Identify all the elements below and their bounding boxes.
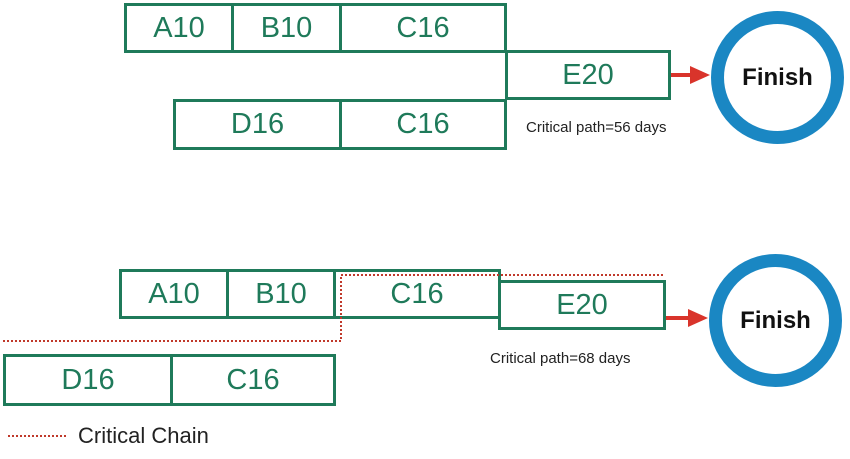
- finish-label: Finish: [742, 63, 813, 91]
- task-label: B10: [255, 277, 307, 310]
- task-d16: D16: [173, 99, 342, 150]
- finish-node: Finish: [709, 254, 842, 387]
- critical-path-caption: Critical path=68 days: [490, 350, 631, 367]
- task-b10: B10: [231, 3, 342, 53]
- task-c16: C16: [333, 269, 501, 319]
- task-label: C16: [396, 108, 450, 140]
- critical-chain-line: [3, 274, 664, 342]
- task-e20: E20: [505, 50, 671, 100]
- task-d16: D16: [3, 354, 173, 406]
- task-c16: C16: [339, 3, 507, 53]
- legend-label: Critical Chain: [78, 423, 209, 448]
- critical-path-caption: Critical path=56 days: [526, 119, 667, 136]
- task-c16-second: C16: [170, 354, 336, 406]
- task-label: A10: [148, 277, 200, 310]
- task-label: D16: [230, 108, 285, 140]
- task-a10: A10: [124, 3, 234, 53]
- task-label: A10: [153, 11, 205, 44]
- task-a10: A10: [119, 269, 229, 319]
- finish-label: Finish: [740, 306, 811, 334]
- task-label: E20: [562, 58, 614, 91]
- task-label: C16: [390, 277, 444, 310]
- task-label: C16: [226, 363, 280, 396]
- task-label: E20: [556, 288, 608, 321]
- arrow-head-icon: [688, 309, 708, 327]
- task-label: D16: [61, 363, 115, 396]
- task-b10: B10: [226, 269, 336, 319]
- task-label: C16: [396, 11, 450, 44]
- task-e20: E20: [498, 280, 666, 330]
- task-c16-second: C16: [339, 99, 507, 150]
- arrow-head-icon: [690, 66, 710, 84]
- task-label: B10: [260, 11, 313, 44]
